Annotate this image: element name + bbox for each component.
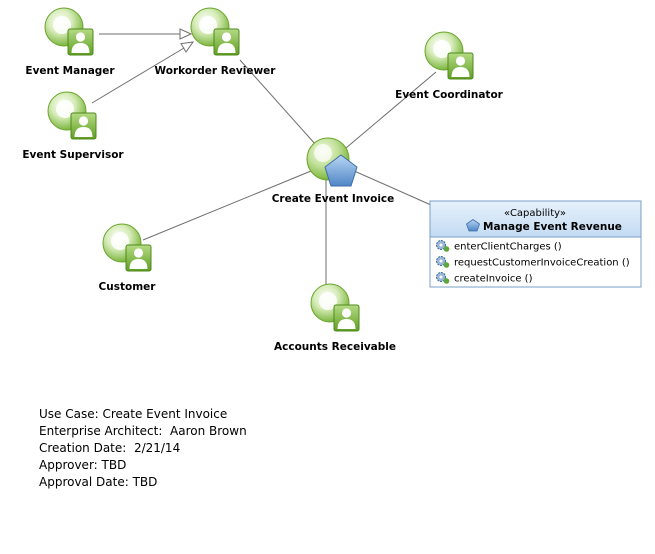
actor-label: Accounts Receivable	[274, 341, 396, 353]
capability-pentagon-icon	[466, 219, 480, 232]
info-approval-date: Approval Date: TBD	[39, 475, 158, 489]
association-event-coordinator	[345, 71, 437, 149]
capability-pentagon-icon	[324, 154, 358, 187]
operation-row[interactable]: requestCustomerInvoiceCreation ()	[436, 256, 630, 269]
operation-label: createInvoice ()	[454, 274, 533, 285]
actor-label: Event Supervisor	[22, 149, 124, 161]
actor-label: Workorder Reviewer	[155, 65, 277, 77]
info-architect: Enterprise Architect: Aaron Brown	[39, 424, 247, 438]
capability-stereotype: «Capability»	[504, 208, 566, 219]
gear-icon	[436, 272, 450, 284]
actor-label: Event Manager	[25, 65, 115, 77]
capability-header	[430, 201, 641, 237]
association-customer	[142, 170, 312, 241]
actor-customer[interactable]: Customer	[99, 223, 157, 293]
operation-label: requestCustomerInvoiceCreation ()	[454, 258, 630, 269]
actor-workorder-reviewer[interactable]: Workorder Reviewer	[155, 7, 277, 77]
operation-row[interactable]: createInvoice ()	[436, 272, 533, 285]
association-capability	[351, 169, 432, 206]
connector-lines	[91, 28, 437, 289]
actor-label: Event Coordinator	[395, 89, 504, 101]
actor-event-manager[interactable]: Event Manager	[25, 7, 115, 77]
operation-label: enterClientCharges ()	[454, 242, 562, 253]
info-creation-date: Creation Date: 2/21/14	[39, 441, 181, 455]
actor-label: Customer	[99, 281, 157, 293]
actor-accounts-receivable[interactable]: Accounts Receivable	[274, 283, 396, 353]
info-approver: Approver: TBD	[39, 458, 127, 472]
info-use-case: Use Case: Create Event Invoice	[39, 407, 228, 421]
operation-row[interactable]: enterClientCharges ()	[436, 240, 562, 253]
actor-event-supervisor[interactable]: Event Supervisor	[22, 91, 124, 161]
gear-icon	[436, 240, 450, 252]
generalization-arrowhead	[179, 28, 193, 40]
generalization-arrowhead	[180, 41, 195, 53]
use-case-create-event-invoice[interactable]: Create Event Invoice	[272, 137, 395, 205]
actor-event-coordinator[interactable]: Event Coordinator	[395, 31, 504, 101]
association-workorder-reviewer	[239, 59, 317, 146]
capability-box[interactable]: «Capability» Manage Event Revenue enterC…	[429, 200, 642, 288]
capability-title: Manage Event Revenue	[483, 221, 622, 233]
gear-icon	[436, 256, 450, 268]
diagram-info-block: Use Case: Create Event Invoice Enterpris…	[39, 406, 247, 491]
generalization-event-supervisor	[91, 47, 185, 104]
use-case-label: Create Event Invoice	[272, 193, 395, 205]
